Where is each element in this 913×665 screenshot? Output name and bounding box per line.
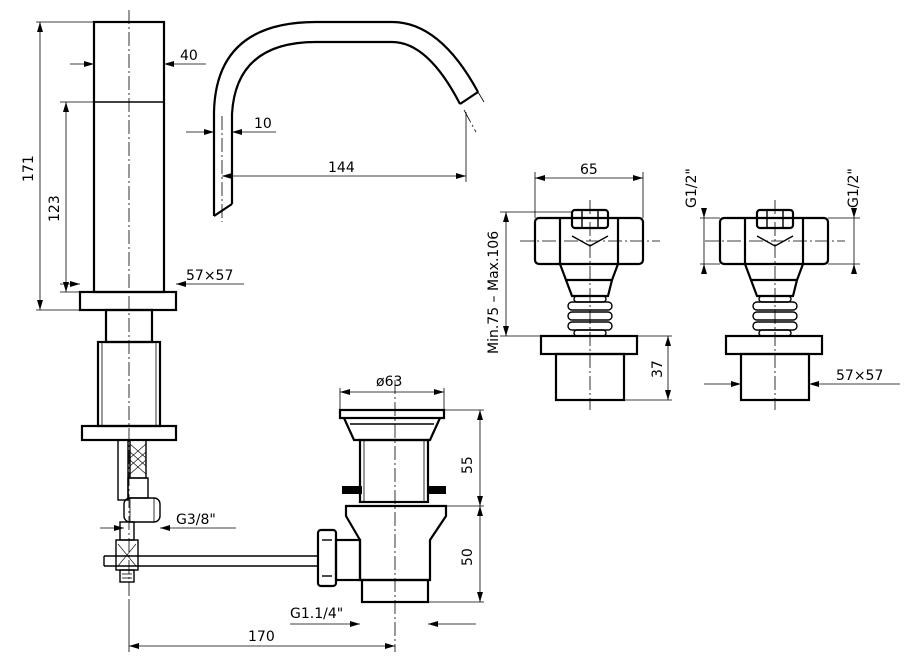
dim-base-size: 57×57 xyxy=(186,268,233,284)
dim-valve-range: Min.75 – Max.106 xyxy=(486,231,502,354)
dim-rod-length: 170 xyxy=(248,629,275,645)
dim-waste-upper: 55 xyxy=(460,456,476,474)
dim-spout-diameter: 40 xyxy=(180,48,198,64)
dimension-arrows xyxy=(37,22,857,649)
dim-waste-thread: G1.1/4" xyxy=(290,606,343,622)
dim-spout-reach: 144 xyxy=(328,160,355,176)
supply-hoses xyxy=(115,439,161,583)
valve-left xyxy=(520,200,660,410)
valve-right xyxy=(705,200,845,410)
waste-assembly xyxy=(316,380,448,652)
dim-supply-thread: G3/8" xyxy=(176,512,216,528)
dim-body-height: 123 xyxy=(47,195,63,222)
dimension-lines xyxy=(36,21,900,652)
dim-connection-left: G1/2" xyxy=(684,168,700,208)
dim-total-height: 171 xyxy=(21,155,37,182)
dim-flange-size: 57×57 xyxy=(836,368,883,384)
dim-connection-right: G1/2" xyxy=(846,168,862,208)
dim-waste-diameter: ø63 xyxy=(376,374,402,390)
dim-valve-width: 65 xyxy=(580,162,598,178)
dim-flange-height: 37 xyxy=(650,360,666,378)
spout-body xyxy=(78,10,178,600)
dim-spout-tip: 10 xyxy=(254,116,272,132)
pull-rod xyxy=(103,555,318,567)
dim-waste-lower: 50 xyxy=(460,548,476,566)
